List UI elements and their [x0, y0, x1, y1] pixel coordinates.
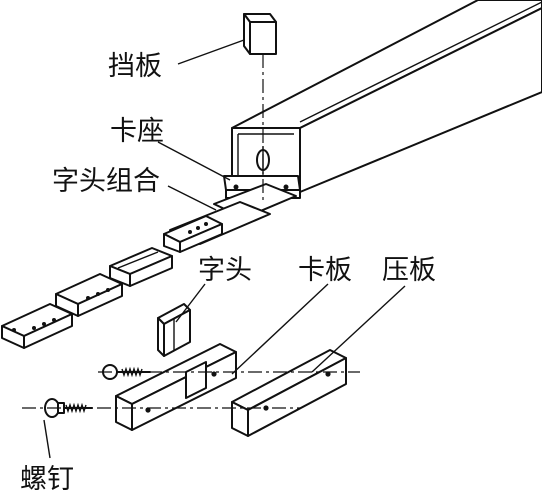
square-tube: [231, 0, 542, 193]
label-baffle: 挡板: [108, 51, 162, 82]
label-pressure-plate: 压板: [382, 255, 436, 286]
leader-lines: [43, 39, 406, 459]
label-screw: 螺钉: [20, 464, 74, 495]
type-head-assembly-part: [163, 183, 297, 253]
type-head-block-2: [55, 273, 123, 317]
label-type-head: 字头: [198, 255, 252, 286]
pressure-plate-part: [231, 349, 347, 437]
label-type-head-assembly: 字头组合: [52, 166, 160, 197]
type-head-block-1: [109, 247, 173, 287]
label-card-seat: 卡座: [110, 116, 164, 147]
label-card-plate: 卡板: [298, 255, 352, 286]
type-head-block-3: [1, 303, 73, 349]
type-head-part: [157, 303, 191, 357]
card-plate-part: [115, 343, 237, 431]
baffle-part: [243, 13, 277, 200]
